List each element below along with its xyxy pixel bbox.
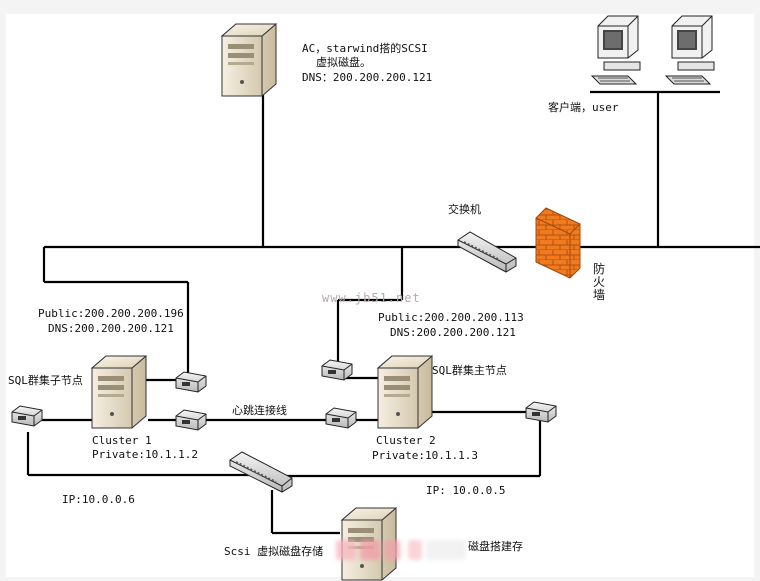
switch-icon [457, 231, 517, 273]
firewall-icon [535, 207, 581, 279]
firewall-label: 防火墙 [592, 262, 605, 302]
cluster1-label: Cluster 1 [92, 434, 152, 447]
nic-icon [325, 407, 357, 429]
cluster2-private-label: Private:10.1.1.3 [372, 449, 478, 462]
cluster2-server-icon [377, 355, 433, 429]
ac-server-label: AC，starwind搭的SCSI [302, 42, 428, 55]
sql-child-label: SQL群集子节点 [8, 374, 83, 387]
ac-dns-label: DNS：200.200.200.121 [302, 71, 433, 84]
switch-label: 交换机 [448, 203, 481, 216]
disk-build-label: 磁盘搭建存 [468, 540, 523, 553]
right-dns-label: DNS:200.200.200.121 [390, 326, 516, 339]
cluster1-private-label: Private:10.1.1.2 [92, 448, 198, 461]
nic-icon [175, 409, 207, 431]
diagram-panel [6, 14, 754, 577]
redaction-patch [360, 540, 380, 560]
ac-server-label-2: 虚拟磁盘。 [316, 56, 371, 69]
storage-switch-icon [229, 451, 293, 493]
ac-server-icon [221, 23, 277, 97]
redaction-patch [336, 540, 356, 560]
redaction-patch [426, 540, 466, 560]
left-public-label: Public:200.200.200.196 [38, 307, 184, 320]
ip-left-label: IP:10.0.0.6 [62, 493, 135, 506]
cluster2-label: Cluster 2 [376, 434, 436, 447]
sql-master-label: SQL群集主节点 [432, 364, 507, 377]
client-label: 客户端，user [548, 101, 619, 114]
nic-icon [11, 405, 43, 427]
left-dns-label: DNS:200.200.200.121 [48, 322, 174, 335]
nic-icon [525, 401, 557, 423]
ip-right-label: IP: 10.0.0.5 [426, 484, 506, 497]
redaction-patch [384, 540, 400, 560]
cluster1-server-icon [91, 355, 147, 429]
client-computer-icon [665, 15, 715, 85]
client-computer-icon [591, 15, 641, 85]
nic-icon [175, 371, 207, 393]
heartbeat-label: 心跳连接线 [232, 404, 287, 417]
redaction-patch [408, 540, 422, 560]
scsi-storage-label: Scsi 虚拟磁盘存储 [224, 545, 324, 558]
watermark: www.jb51.net [322, 291, 421, 305]
right-public-label: Public:200.200.200.113 [378, 311, 524, 324]
nic-icon [321, 359, 353, 381]
